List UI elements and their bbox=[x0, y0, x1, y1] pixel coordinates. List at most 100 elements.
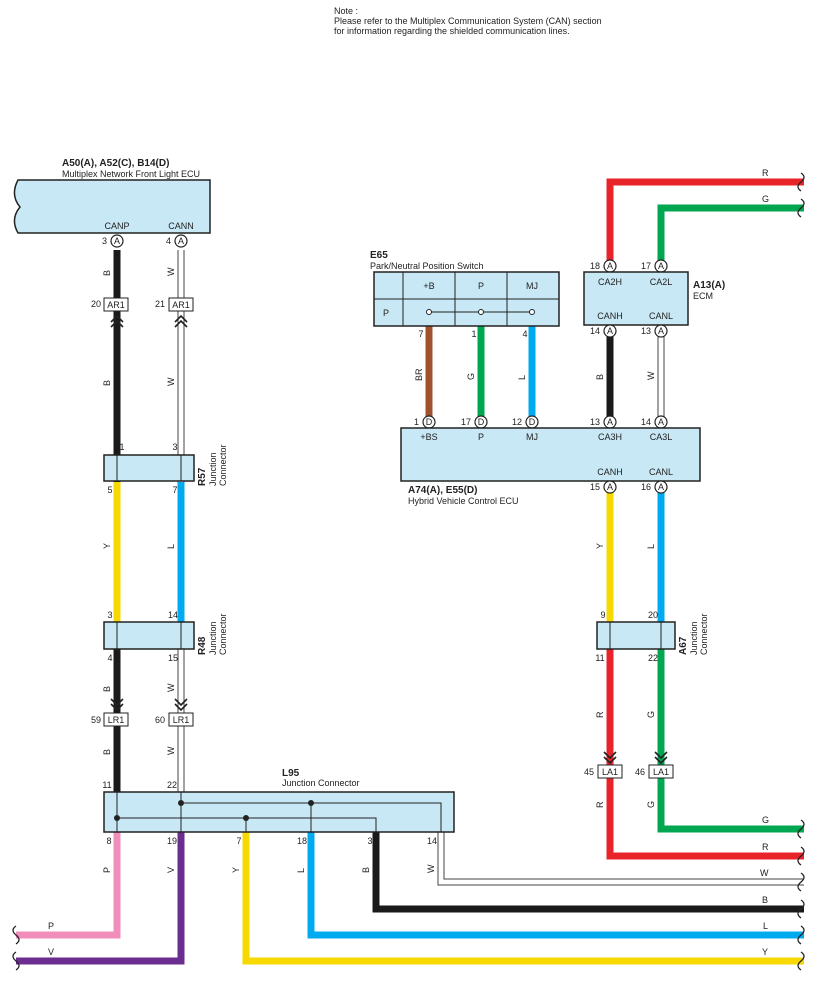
hv-ecu-name: Hybrid Vehicle Control ECU bbox=[408, 496, 519, 506]
term-cann: CANN bbox=[168, 221, 194, 231]
wire-label: W bbox=[166, 746, 176, 755]
term: CA3L bbox=[650, 432, 673, 442]
pin-num: 4 bbox=[107, 653, 112, 663]
wire-p-out bbox=[16, 832, 121, 939]
ar1-num: 20 bbox=[91, 299, 101, 309]
pin-num: 14 bbox=[427, 836, 437, 846]
wire-v-out bbox=[16, 832, 185, 965]
pin-num: 17 bbox=[461, 417, 471, 427]
wire-label: L bbox=[517, 375, 527, 380]
ar1-label: AR1 bbox=[172, 300, 190, 310]
wire-label: B bbox=[762, 895, 768, 905]
pin-num: 3 bbox=[172, 442, 177, 452]
ar1-label: AR1 bbox=[107, 300, 125, 310]
term: CANL bbox=[649, 311, 673, 321]
pin-num: 17 bbox=[641, 261, 651, 271]
wire-label: G bbox=[646, 801, 656, 808]
conn-letter: A bbox=[114, 236, 120, 246]
lr1-num: 59 bbox=[91, 715, 101, 725]
switch-e65: E65 Park/Neutral Position Switch +B P MJ… bbox=[370, 250, 560, 339]
wire-label: B bbox=[102, 380, 112, 386]
conn-letter: A bbox=[607, 326, 613, 336]
wire-label: V bbox=[48, 947, 54, 957]
wire-label: L bbox=[296, 868, 306, 873]
r48-name: Junction bbox=[208, 621, 218, 655]
pin-num: 7 bbox=[236, 836, 241, 846]
term: CA3H bbox=[598, 432, 622, 442]
term: CANH bbox=[597, 311, 623, 321]
junction-a67: 9 20 11 22 A67 Junction Connector bbox=[595, 610, 709, 663]
pin-num: 14 bbox=[590, 326, 600, 336]
front-light-ecu-name: Multiplex Network Front Light ECU bbox=[62, 169, 200, 179]
wire-g-top bbox=[657, 204, 804, 262]
term: P bbox=[478, 432, 484, 442]
pin-num: 7 bbox=[172, 485, 177, 495]
wire-label: R bbox=[762, 842, 769, 852]
term: CA2L bbox=[650, 277, 673, 287]
conn-letter: D bbox=[478, 417, 485, 427]
wire-label: W bbox=[166, 377, 176, 386]
wire-label: W bbox=[760, 868, 769, 878]
wire-b-out bbox=[372, 832, 804, 913]
wire-label: G bbox=[466, 373, 476, 380]
conn-letter: D bbox=[426, 417, 433, 427]
lr1-label: LR1 bbox=[173, 715, 190, 725]
ecm: 18 A 17 A CA2H CA2L CANH CANL A13(A) ECM… bbox=[583, 259, 725, 338]
wire-label: W bbox=[166, 267, 176, 276]
conn-letter: A bbox=[607, 417, 613, 427]
e65-row-label: P bbox=[383, 308, 389, 318]
wire-label: P bbox=[102, 867, 112, 873]
e65-head: MJ bbox=[526, 281, 538, 291]
l95-id: L95 bbox=[282, 768, 300, 779]
wire-label: R bbox=[595, 711, 605, 718]
note-line-3: for information regarding the shielded c… bbox=[334, 26, 570, 36]
pin-num: 18 bbox=[297, 836, 307, 846]
wire-label: L bbox=[166, 544, 176, 549]
connector-la1: 45 LA1 46 LA1 bbox=[584, 751, 674, 779]
a67-id: A67 bbox=[678, 636, 689, 655]
pin-num: 22 bbox=[648, 653, 658, 663]
conn-letter: A bbox=[658, 417, 664, 427]
wire-w-out bbox=[437, 832, 804, 886]
pin-num: 15 bbox=[168, 653, 178, 663]
conn-letter: A bbox=[178, 236, 184, 246]
pin-num: 9 bbox=[600, 610, 605, 620]
front-light-ecu-id: A50(A), A52(C), B14(D) bbox=[62, 158, 169, 169]
ecm-name: ECM bbox=[693, 291, 713, 301]
r57-name: Connector bbox=[218, 444, 228, 486]
note-line-1: Note : bbox=[334, 6, 358, 16]
la1-num: 45 bbox=[584, 767, 594, 777]
pin-num: 16 bbox=[641, 482, 651, 492]
pin-num: 20 bbox=[648, 610, 658, 620]
note: Note : Please refer to the Multiplex Com… bbox=[334, 6, 602, 36]
connector-ar1: 20 AR1 21 AR1 bbox=[91, 297, 194, 328]
ar1-num: 21 bbox=[155, 299, 165, 309]
e65-head: P bbox=[478, 281, 484, 291]
pin-num: 18 bbox=[590, 261, 600, 271]
wire-label: L bbox=[763, 921, 768, 931]
la1-num: 46 bbox=[635, 767, 645, 777]
term: CANH bbox=[597, 467, 623, 477]
pin-num: 1 bbox=[119, 442, 124, 452]
pin-num: 3 bbox=[102, 236, 107, 246]
conn-letter: A bbox=[658, 326, 664, 336]
wire-r-a67 bbox=[606, 649, 804, 860]
wire-r-top bbox=[606, 178, 804, 262]
conn-letter: A bbox=[658, 261, 664, 271]
pin-num: 1 bbox=[414, 417, 419, 427]
e65-head: +B bbox=[423, 281, 434, 291]
pin-num: 3 bbox=[367, 836, 372, 846]
hv-ecu-id: A74(A), E55(D) bbox=[408, 485, 477, 496]
wire-label: R bbox=[595, 801, 605, 808]
wire-color-labels: R G B W B W Y L B W B W BR G L B W Y L R… bbox=[48, 168, 769, 957]
conn-letter: A bbox=[607, 261, 613, 271]
junction-r48: 3 14 4 15 R48 Junction Connector bbox=[103, 610, 228, 663]
term-canp: CANP bbox=[104, 221, 129, 231]
pin-num: 8 bbox=[106, 836, 111, 846]
r48-id: R48 bbox=[197, 636, 208, 655]
junction-l95: L95 Junction Connector 11 22 8 19 7 18 3… bbox=[102, 768, 455, 846]
r57-id: R57 bbox=[197, 467, 208, 486]
term: +BS bbox=[420, 432, 437, 442]
note-line-2: Please refer to the Multiplex Communicat… bbox=[334, 16, 602, 26]
